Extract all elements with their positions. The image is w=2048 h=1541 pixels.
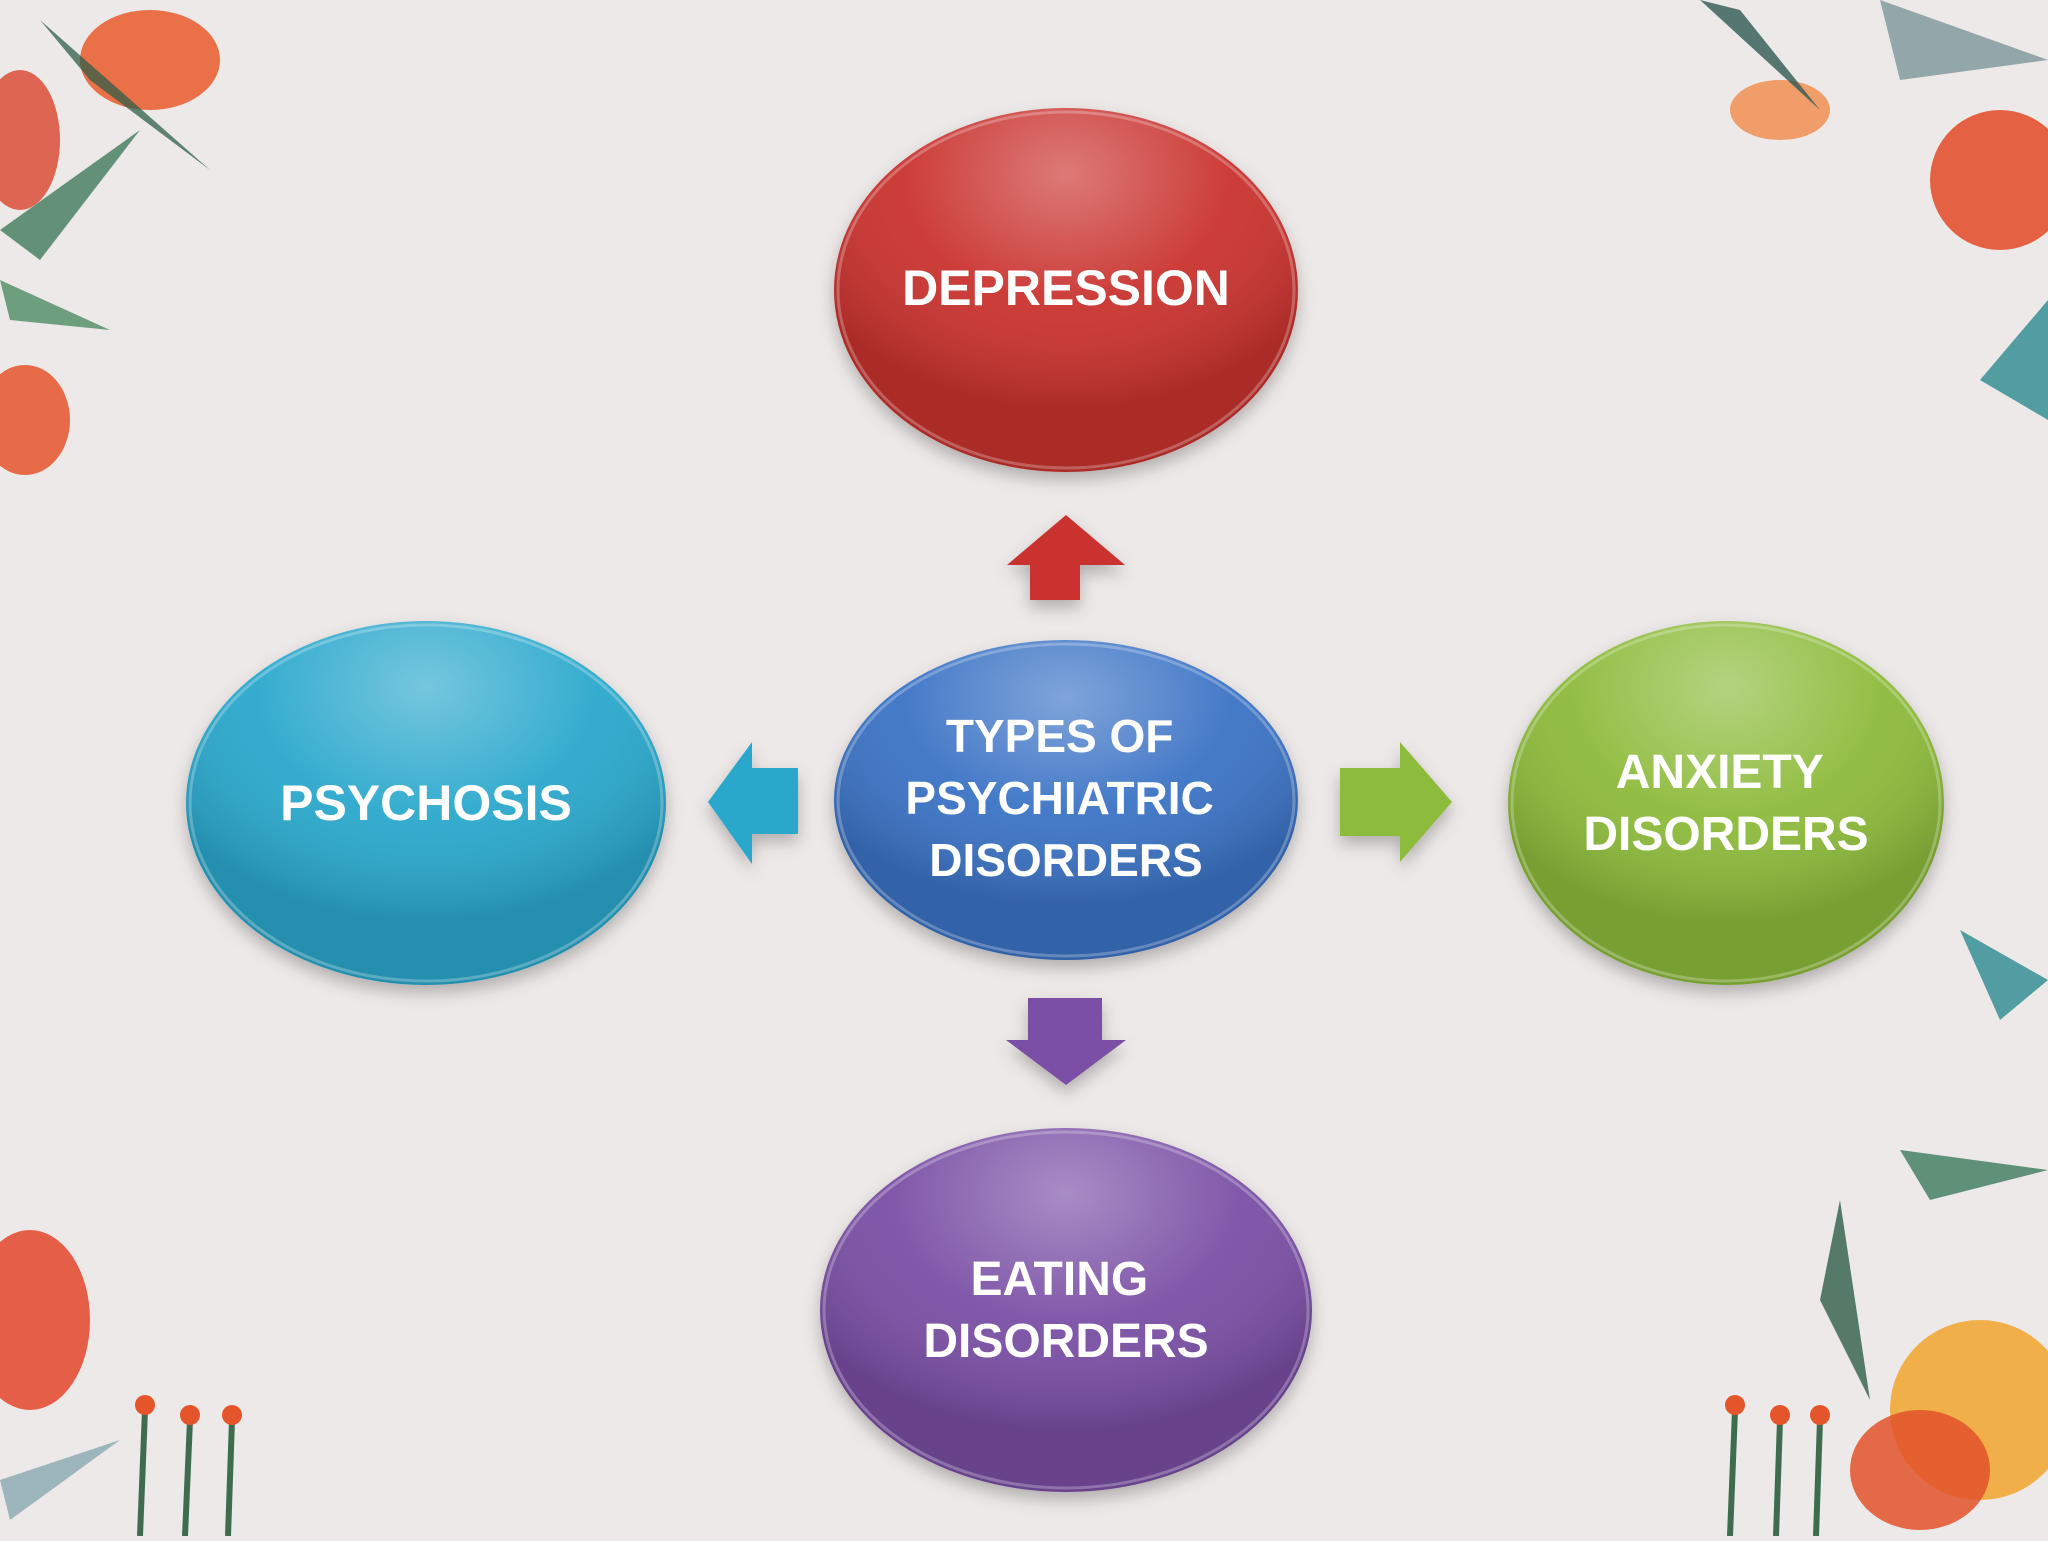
arrow-right-icon: [1340, 742, 1452, 862]
center-label-line: DISORDERS: [929, 834, 1202, 886]
svg-text:TYPES OF PSYCHIATRIC: TYPES OF PSYCHIATRIC DISORDERS: [905, 710, 1226, 886]
arrow-down-icon: [1006, 998, 1126, 1085]
node-depression: DEPRESSION: [834, 108, 1298, 472]
svg-text:EATING DISORDERS: EATING DISORDERS: [923, 1253, 1208, 1368]
node-label-line: DEPRESSION: [902, 260, 1230, 316]
svg-text:PSYCHOSIS: PSYCHOSIS: [280, 775, 572, 831]
floral-decoration-top-right: [1700, 0, 2048, 420]
node-center-types-of-psychiatric-disorders: TYPES OF PSYCHIATRIC DISORDERS: [834, 640, 1298, 960]
node-label-line: PSYCHOSIS: [280, 775, 572, 831]
center-label-line: PSYCHIATRIC: [905, 772, 1213, 824]
node-label-line: EATING: [970, 1253, 1148, 1306]
svg-text:DEPRESSION: DEPRESSION: [902, 260, 1230, 316]
svg-text:ANXIETY DISORDERS: ANXIETY DISORDERS: [1583, 746, 1868, 861]
floral-decoration-top-left: [0, 10, 220, 475]
node-label-line: DISORDERS: [923, 1315, 1208, 1368]
node-eating-disorders: EATING DISORDERS: [820, 1128, 1312, 1492]
floral-decoration-bottom-right: [1725, 930, 2048, 1537]
node-label-line: ANXIETY: [1616, 746, 1824, 799]
node-label-line: DISORDERS: [1583, 808, 1868, 861]
floral-decoration-bottom-left: [0, 1230, 242, 1537]
center-label-line: TYPES OF: [946, 710, 1173, 762]
node-psychosis: PSYCHOSIS: [186, 621, 666, 985]
arrow-up-icon: [1007, 515, 1125, 600]
arrow-left-icon: [708, 742, 798, 864]
node-anxiety-disorders: ANXIETY DISORDERS: [1508, 621, 1944, 985]
